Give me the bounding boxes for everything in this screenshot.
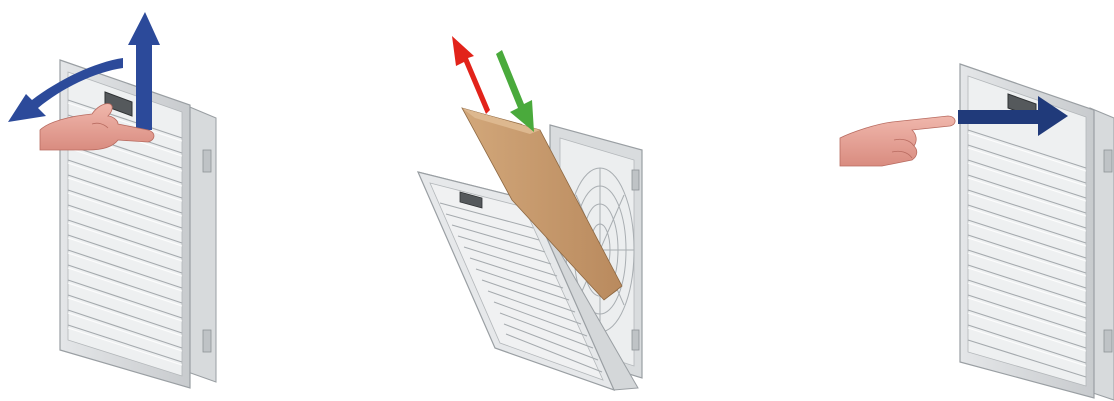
step-2-illustration [400,0,670,401]
step-2-replace-filter [400,0,670,401]
step-3-close-grille [832,0,1114,401]
step-1-unlatch-grille [0,0,240,401]
louvre-grille [60,60,190,388]
step-3-illustration [832,0,1114,401]
step-1-illustration [0,0,240,401]
hand-pointing-push [840,116,955,166]
filter-out-arrow [452,36,490,114]
